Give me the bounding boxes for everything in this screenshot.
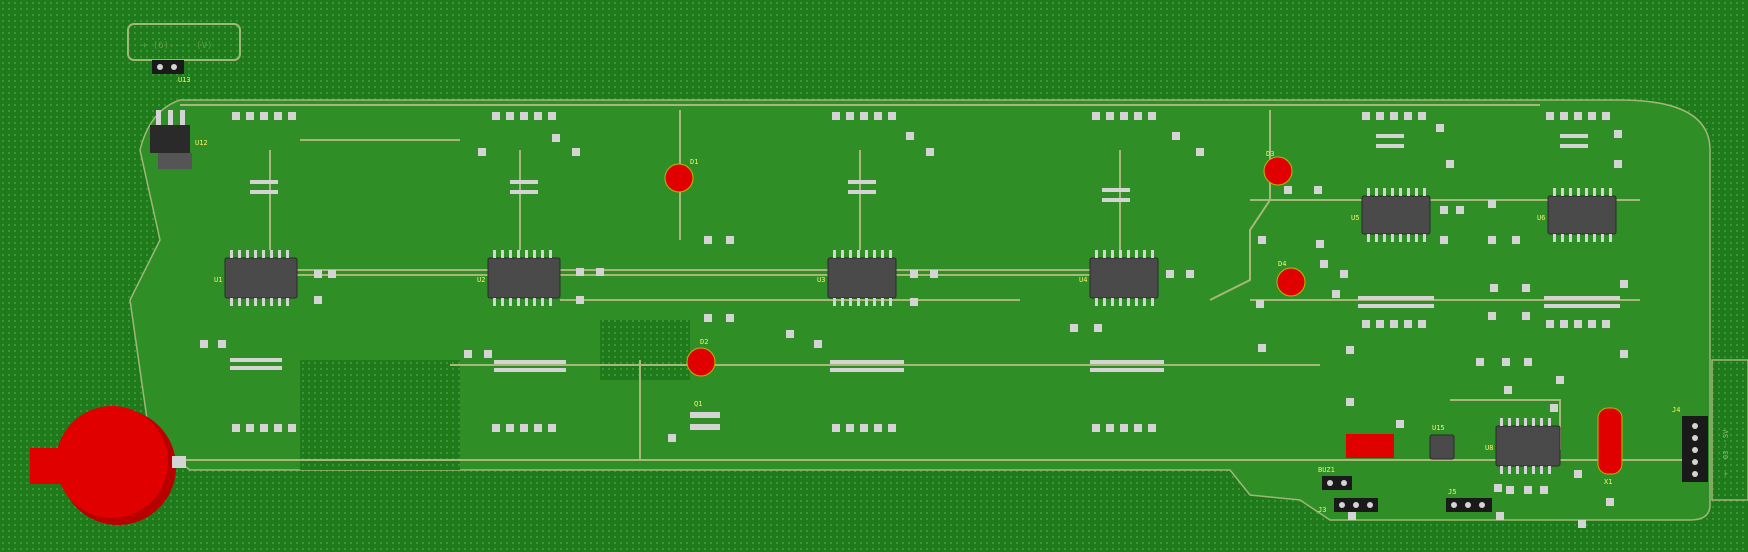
svg-text:U8: U8 <box>1485 444 1493 452</box>
led-d3[interactable]: D3 <box>1263 150 1293 186</box>
svg-text:X1: X1 <box>1604 478 1612 486</box>
header-j4[interactable]: J4 <box>1672 406 1708 482</box>
trace-layer <box>160 104 1700 461</box>
ic-u8[interactable]: U8 <box>1485 418 1561 474</box>
svg-text:J4: J4 <box>1672 406 1680 414</box>
led-d1[interactable]: D1 <box>664 158 698 193</box>
transistor-q1[interactable]: Q1 <box>690 400 720 430</box>
regulator-u12[interactable]: U12 <box>150 110 208 169</box>
svg-text:Q1: Q1 <box>694 400 702 408</box>
crystal-x1[interactable]: X1 <box>1597 407 1623 486</box>
copper-pour <box>129 99 1711 521</box>
ic-u1[interactable]: U1 <box>214 250 298 306</box>
header-j3[interactable]: J3 <box>1318 498 1378 514</box>
svg-text:U13: U13 <box>178 76 191 84</box>
led-d4[interactable]: D4 <box>1276 260 1306 297</box>
led-d2[interactable]: D2 <box>686 338 716 377</box>
buzzer-buz1[interactable]: BUZ1 <box>1318 466 1352 490</box>
svg-text:D2: D2 <box>700 338 708 346</box>
ic-u3[interactable]: U3 <box>817 250 897 306</box>
header-power[interactable]: U13 <box>152 60 191 84</box>
pad-rows <box>200 112 1628 528</box>
right-edge-silkscreen: + - 03 - SV <box>1722 429 1730 476</box>
svg-text:D4: D4 <box>1278 260 1286 268</box>
svg-text:U12: U12 <box>195 139 208 147</box>
header-j5[interactable]: J5 <box>1446 488 1492 512</box>
svg-text:D3: D3 <box>1266 150 1274 158</box>
svg-text:U15: U15 <box>1432 424 1445 432</box>
svg-text:U5: U5 <box>1351 214 1359 222</box>
svg-text:U4: U4 <box>1079 276 1087 284</box>
svg-text:U1: U1 <box>214 276 222 284</box>
right-edge-strip <box>1711 359 1748 501</box>
svg-text:U3: U3 <box>817 276 825 284</box>
ic-u2[interactable]: U2 <box>477 250 561 306</box>
top-left-silkscreen: + (6)---- (V) <box>142 41 212 51</box>
ic-u4[interactable]: U4 <box>1079 250 1159 306</box>
ic-u5[interactable]: U5 <box>1351 188 1431 242</box>
svg-text:U2: U2 <box>477 276 485 284</box>
capacitor-red[interactable] <box>1346 434 1394 458</box>
svg-text:J3: J3 <box>1318 506 1326 514</box>
coin-battery[interactable] <box>30 406 186 525</box>
svg-text:U6: U6 <box>1537 214 1545 222</box>
unpoured-area <box>600 320 690 380</box>
svg-text:J5: J5 <box>1448 488 1456 496</box>
ic-u6[interactable]: U6 <box>1537 188 1617 242</box>
ic-u15[interactable]: U15 <box>1429 424 1455 460</box>
svg-text:BUZ1: BUZ1 <box>1318 466 1335 474</box>
svg-text:D1: D1 <box>690 158 698 166</box>
unpoured-area <box>300 360 460 470</box>
